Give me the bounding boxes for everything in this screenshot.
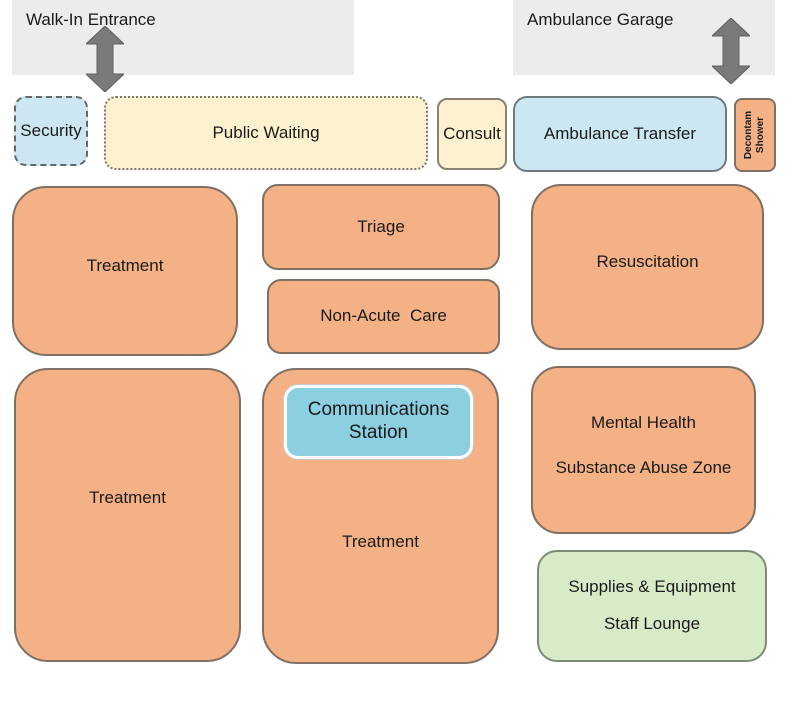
treatment-zone-1[interactable]: Treatment (12, 186, 238, 356)
ambulance-transfer-zone[interactable]: Ambulance Transfer (513, 96, 727, 172)
treatment-2-label: Treatment (89, 487, 166, 507)
resuscitation-zone[interactable]: Resuscitation (531, 184, 764, 350)
public-waiting-zone[interactable]: Public Waiting (104, 96, 428, 170)
security-label: Security (20, 120, 82, 140)
communications-station-zone[interactable]: Communications Station (284, 385, 473, 459)
consult-zone[interactable]: Consult (437, 98, 507, 170)
supplies-label: Supplies & Equipment (568, 577, 736, 597)
non-acute-care-zone[interactable]: Non-Acute Care (267, 279, 500, 354)
station-label: Station (348, 422, 409, 443)
treatment-zone-2[interactable]: Treatment (14, 368, 241, 662)
consult-label: Consult (443, 123, 501, 143)
substance-abuse-label: Substance Abuse Zone (555, 458, 732, 477)
decontam-label: Decontam (743, 110, 755, 160)
ambulance-garage-label: Ambulance Garage (527, 10, 674, 29)
walk-in-entrance-label: Walk-In Entrance (26, 10, 156, 29)
decontam-shower-zone[interactable]: Decontam Shower (734, 98, 776, 172)
staff-lounge-label: Staff Lounge (603, 614, 701, 633)
non-acute-care-label: Non-Acute Care (320, 306, 447, 326)
triage-label: Triage (357, 216, 405, 236)
walk-in-entrance-area: Walk-In Entrance (12, 0, 354, 75)
treatment-3-label: Treatment (342, 531, 419, 551)
treatment-1-label: Treatment (86, 255, 164, 275)
walk-in-arrow-icon (86, 26, 124, 92)
communications-label: Communications (307, 399, 450, 421)
mental-health-zone[interactable]: Mental Health Substance Abuse Zone (531, 366, 756, 534)
security-zone[interactable]: Security (14, 96, 88, 166)
mental-health-label: Mental Health (591, 413, 696, 433)
supplies-staff-zone[interactable]: Supplies & Equipment Staff Lounge (537, 550, 767, 662)
garage-arrow-icon (712, 18, 750, 84)
resuscitation-label: Resuscitation (596, 251, 699, 271)
triage-zone[interactable]: Triage (262, 184, 500, 270)
shower-label: Shower (755, 116, 767, 154)
public-waiting-label: Public Waiting (212, 122, 320, 142)
ambulance-transfer-label: Ambulance Transfer (543, 123, 697, 143)
